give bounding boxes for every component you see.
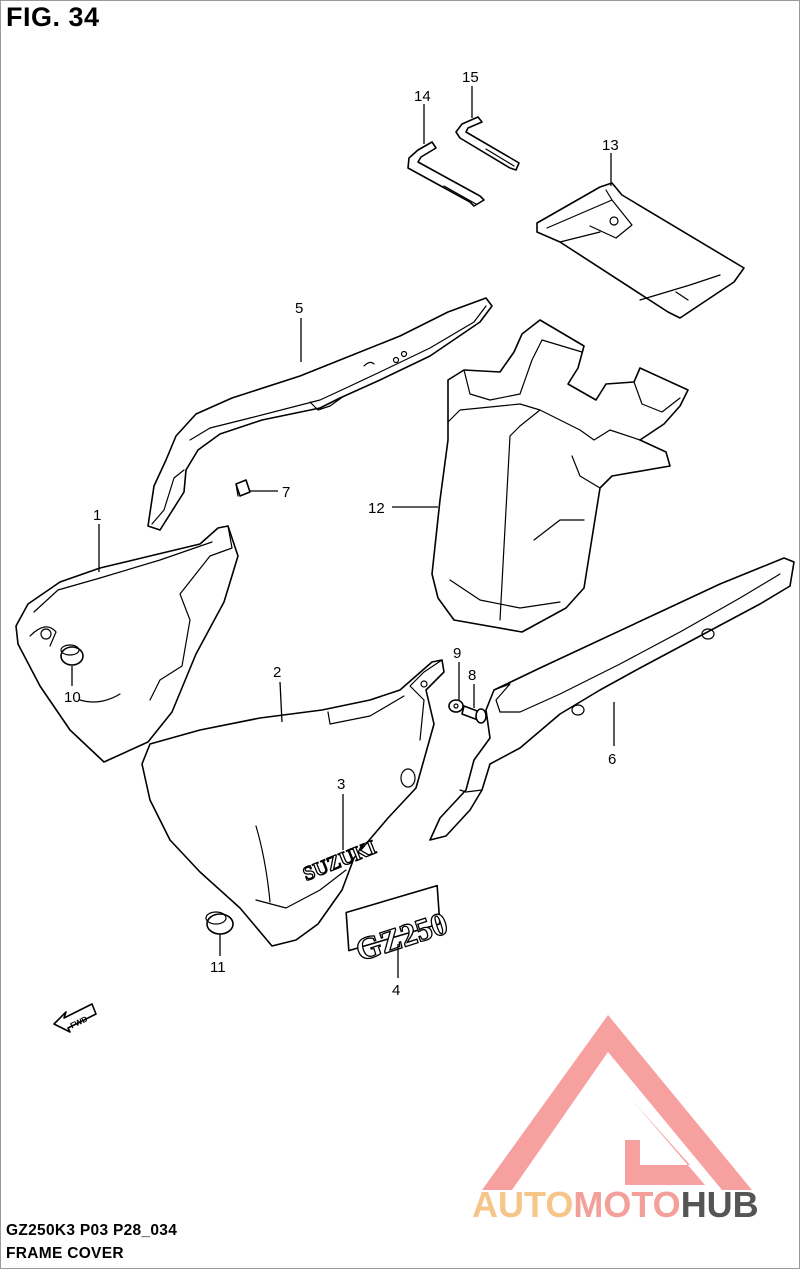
callout-4: 4 (392, 982, 400, 999)
watermark-auto: AUTO (472, 1184, 574, 1225)
callout-13: 13 (602, 137, 619, 154)
callout-numbers: 1 2 3 4 5 6 7 8 9 10 11 12 13 14 15 (64, 69, 619, 999)
callout-12: 12 (368, 500, 385, 517)
washer-part-9 (448, 699, 464, 713)
forward-arrow-icon: FWD (53, 1003, 97, 1033)
watermark-moto: MOTO (573, 1184, 681, 1225)
callout-10: 10 (64, 689, 81, 706)
callout-6: 6 (608, 751, 616, 768)
callout-7: 7 (282, 484, 290, 501)
document-code: GZ250K3 P03 P28_034 (6, 1222, 178, 1239)
figure-title: FIG. 34 (6, 2, 100, 32)
document-name: FRAME COVER (6, 1245, 124, 1262)
rear-box-part-12 (431, 319, 689, 633)
callout-3: 3 (337, 776, 345, 793)
hex-key-part-14 (407, 141, 485, 207)
callout-15: 15 (462, 69, 479, 86)
watermark-logo-icon (482, 1015, 752, 1190)
hex-key-part-15 (455, 116, 520, 171)
callout-5: 5 (295, 300, 303, 317)
side-cover-part-1 (15, 525, 239, 763)
callout-11: 11 (210, 959, 226, 976)
side-cover-part-2: SUZUKI (141, 659, 445, 947)
callout-8: 8 (468, 667, 476, 684)
grommet-part-10 (60, 644, 84, 666)
grommet-part-11 (205, 911, 234, 935)
clip-part-7 (235, 479, 251, 497)
callout-2: 2 (273, 664, 281, 681)
callout-14: 14 (414, 88, 431, 105)
watermark-hub: HUB (680, 1184, 759, 1225)
callout-1: 1 (93, 507, 101, 524)
tool-bag-part-13 (536, 182, 745, 319)
watermark-wordmark: AUTOMOTOHUB (472, 1184, 759, 1226)
screw-part-8 (461, 705, 487, 724)
leader-lines (71, 86, 615, 978)
frame-cover-part-6 (429, 557, 795, 841)
frame-cover-part-5 (147, 297, 493, 531)
callout-9: 9 (453, 645, 461, 662)
